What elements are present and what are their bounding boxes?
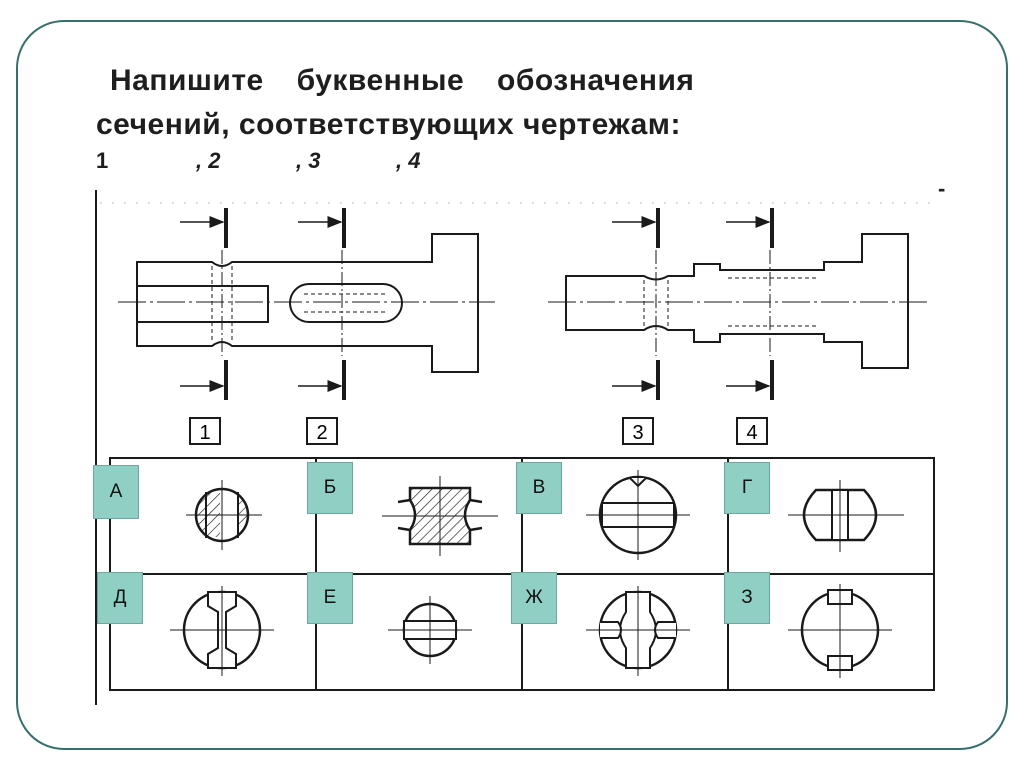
title-line-2: сечений, соответствующих чертежам:	[96, 108, 681, 141]
section-d-figure	[170, 586, 274, 676]
svg-text:3: 3	[632, 422, 643, 444]
cut-label-2: 2	[306, 417, 338, 445]
svg-text:1: 1	[199, 422, 210, 444]
section-e-figure	[388, 596, 472, 664]
shaft-left	[118, 233, 495, 373]
cut-label-1: 1	[189, 417, 221, 445]
svg-text:2: 2	[316, 422, 327, 444]
section-letter-b: Б	[307, 462, 353, 514]
section-letter-v: В	[516, 462, 562, 514]
cut-label-3: 3	[622, 417, 654, 445]
cut-label-4: 4	[736, 417, 768, 445]
slide-frame	[16, 20, 1008, 750]
section-z-figure	[788, 584, 892, 678]
section-letter-a: А	[93, 465, 139, 519]
section-zh-figure	[586, 586, 690, 676]
title-line-1: Напишите буквенные обозначения	[110, 64, 695, 97]
answers-row: 1 , 2 , 3 , 4	[96, 148, 420, 174]
section-letter-g: Г	[724, 462, 770, 514]
shaft-right	[548, 233, 930, 369]
section-a-figure	[186, 480, 262, 550]
section-b-figure	[382, 476, 498, 556]
section-letter-zh: Ж	[511, 572, 557, 624]
dash-mark: -	[938, 176, 946, 201]
answer-label-3: , 3	[296, 148, 321, 173]
section-letter-z: З	[724, 572, 770, 624]
section-g-figure	[788, 480, 904, 552]
svg-text:4: 4	[746, 422, 757, 444]
section-letter-e: Е	[307, 572, 353, 624]
section-v-figure	[586, 470, 690, 560]
section-letter-d: Д	[97, 572, 143, 624]
cut-marks-right	[612, 208, 774, 400]
answer-label-4: , 4	[396, 148, 421, 173]
answer-label-1: 1	[96, 148, 109, 173]
answer-label-2: , 2	[196, 148, 221, 173]
cut-marks-left	[180, 208, 346, 400]
